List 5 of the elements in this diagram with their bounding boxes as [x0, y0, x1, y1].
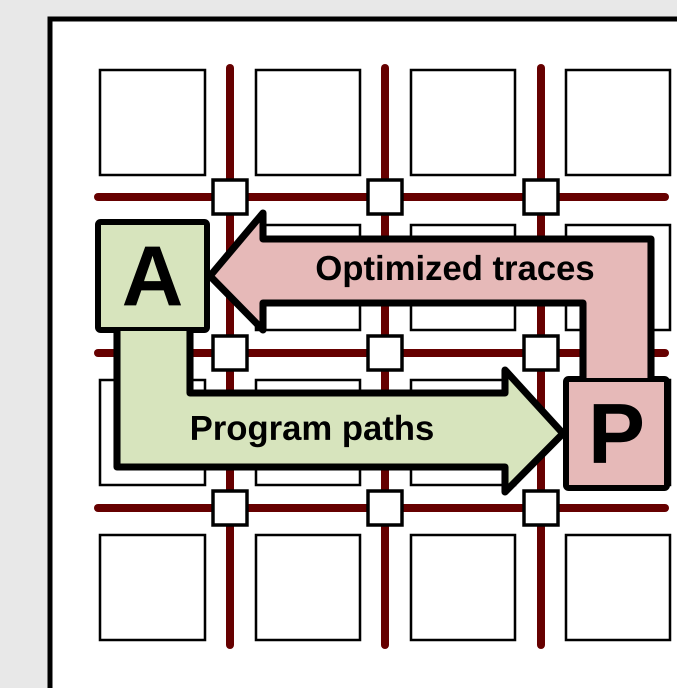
- letter-box: A: [95, 219, 210, 333]
- edge-label: Optimized traces: [314, 254, 596, 288]
- edge-label: Program paths: [188, 413, 436, 449]
- node-label: P: [594, 404, 642, 463]
- letter-box: P: [563, 376, 670, 491]
